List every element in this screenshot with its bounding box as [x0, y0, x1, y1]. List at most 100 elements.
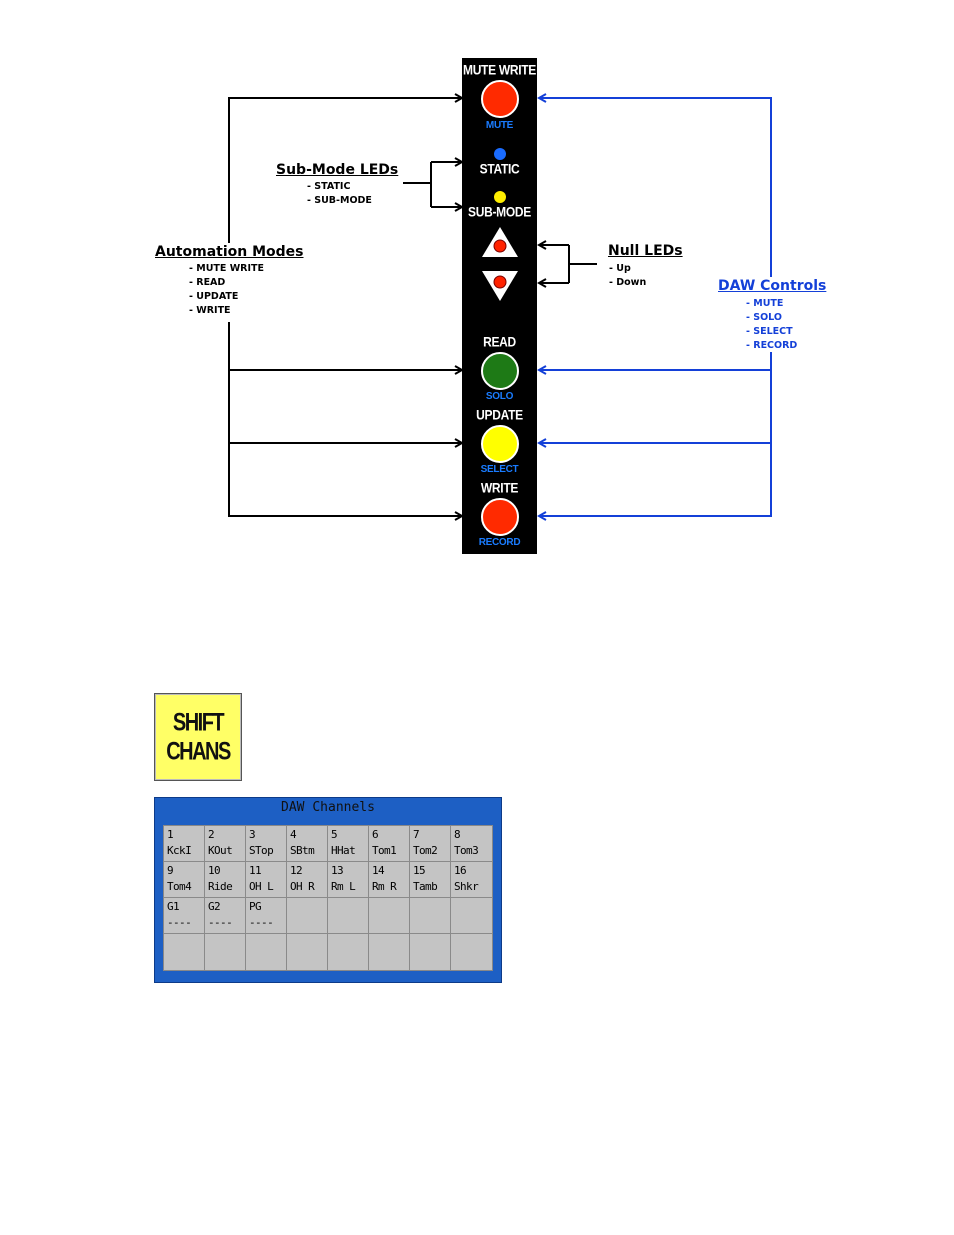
channel-cell[interactable] [287, 898, 328, 934]
automation-mode-wires [228, 98, 462, 516]
shift-chans-line1: SHIFT [172, 709, 225, 737]
channel-cell[interactable] [369, 898, 410, 934]
channel-name [454, 951, 492, 967]
select-sub-label: SELECT [480, 464, 519, 475]
channel-name [208, 951, 245, 967]
channel-number: 9 [167, 864, 174, 877]
channel-name: KckI [167, 844, 192, 857]
channel-name: Tom3 [454, 844, 479, 857]
channel-name [372, 915, 409, 931]
list-item: - MUTE WRITE [189, 263, 264, 274]
channel-name [331, 951, 368, 967]
channel-number [331, 935, 368, 951]
channel-name: OH L [249, 880, 274, 893]
channel-name: ---- [249, 916, 274, 929]
channel-number: 10 [208, 864, 221, 877]
channel-name [331, 915, 368, 931]
channel-name [372, 951, 409, 967]
static-label: STATIC [479, 160, 520, 178]
shift-chans-button[interactable]: SHIFT CHANS [154, 693, 242, 781]
sub-mode-wires [403, 162, 462, 207]
channel-name: SBtm [290, 844, 315, 857]
channel-cell[interactable] [328, 898, 369, 934]
write-button[interactable] [481, 498, 519, 536]
channel-name [167, 951, 204, 967]
channel-name: Tom4 [167, 880, 192, 893]
channel-name: HHat [331, 844, 356, 857]
channel-cell[interactable] [164, 934, 205, 970]
channel-cell[interactable]: PG---- [246, 898, 287, 934]
channel-cell[interactable] [451, 898, 492, 934]
daw-controls-title: DAW Controls [718, 278, 827, 294]
null-leds-title: Null LEDs [608, 243, 683, 259]
channel-cell[interactable] [451, 934, 492, 970]
channel-name: ---- [167, 916, 192, 929]
null-down-icon[interactable] [480, 270, 520, 302]
channel-number [290, 899, 327, 915]
channel-number: 12 [290, 864, 303, 877]
null-led-wires [539, 245, 597, 283]
channel-cell[interactable] [410, 898, 451, 934]
channel-name [413, 951, 450, 967]
shift-chans-line2: CHANS [166, 738, 231, 766]
channel-name [249, 951, 286, 967]
list-item: - SELECT [746, 326, 793, 337]
channel-cell[interactable] [410, 934, 451, 970]
null-up-icon[interactable] [480, 226, 520, 258]
channel-cell[interactable] [287, 934, 328, 970]
channel-number: G2 [208, 900, 221, 913]
channel-name: Tom2 [413, 844, 438, 857]
update-button[interactable] [481, 425, 519, 463]
channel-cell[interactable]: G1---- [164, 898, 205, 934]
channel-cell[interactable]: G2 ---- [205, 898, 246, 934]
read-button[interactable] [481, 352, 519, 390]
channel-name: Tom1 [372, 844, 397, 857]
record-sub-label: RECORD [478, 537, 521, 548]
list-item: - Down [609, 277, 647, 288]
channel-name: Shkr [454, 880, 479, 893]
channel-name: OH R [290, 880, 315, 893]
channel-number: 14 [372, 864, 385, 877]
list-item: - READ [189, 277, 226, 288]
channel-name [413, 915, 450, 931]
automation-control-strip: MUTE WRITE MUTE STATIC SUB-MODE READ SOL… [462, 58, 537, 554]
channel-name [454, 915, 492, 931]
mute-write-button[interactable] [481, 80, 519, 118]
channel-number: 8 [454, 828, 461, 841]
channel-cell[interactable] [328, 934, 369, 970]
read-label: READ [483, 333, 516, 351]
channel-name [290, 951, 327, 967]
mute-write-label: MUTE WRITE [463, 61, 536, 79]
channel-name: Rm R [372, 880, 397, 893]
channel-name: ---- [208, 916, 233, 929]
channel-number: 11 [249, 864, 262, 877]
channel-number [413, 935, 450, 951]
channel-cell[interactable]: 14 Rm R [369, 862, 410, 898]
channel-cell[interactable]: 11 OH L [246, 862, 287, 898]
sub-mode-led [494, 191, 506, 203]
static-led [494, 148, 506, 160]
list-item: - WRITE [189, 305, 231, 316]
mute-sub-label: MUTE [485, 120, 514, 131]
channel-name [290, 915, 327, 931]
channel-number [331, 899, 368, 915]
channel-cell[interactable] [205, 934, 246, 970]
daw-control-wires [539, 98, 772, 516]
channel-cell[interactable]: 12 OH R [287, 862, 328, 898]
channel-cell[interactable] [369, 934, 410, 970]
channel-cell[interactable] [246, 934, 287, 970]
channel-number: 16 [454, 864, 467, 877]
